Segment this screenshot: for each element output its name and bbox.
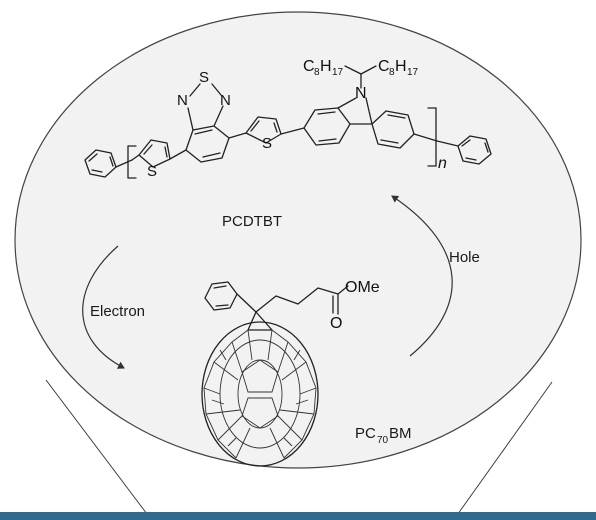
left-bracket	[127, 145, 137, 179]
hole-arrow	[391, 195, 453, 357]
label-hole: Hole	[449, 249, 480, 266]
repeat-unit-n: n	[438, 155, 447, 172]
sub-c-right: 8	[389, 67, 395, 78]
alkyl-chain-left: C 8 H 17	[303, 58, 344, 78]
pcdtbt-structure: S S N N S	[84, 58, 492, 180]
atom-c-left: C	[303, 58, 315, 75]
left-thiophene-ring	[131, 139, 187, 168]
carbazole-unit	[303, 65, 438, 149]
label-pc70bm-subscript: 70	[377, 435, 389, 446]
atom-s-middle-thiophene: S	[262, 135, 272, 152]
label-pc70bm-prefix: PC	[355, 425, 376, 442]
atom-n-thiadiazole-right: N	[220, 92, 231, 109]
zoom-cone-lines	[45, 379, 553, 519]
zoom-ellipse	[14, 11, 582, 469]
middle-thiophene-ring	[245, 116, 305, 144]
label-pc70bm: PC 70 BM	[355, 425, 412, 446]
pcbm-phenyl-ring	[204, 281, 257, 313]
sub-c-left: 8	[314, 67, 320, 78]
left-phenyl-ring	[84, 149, 133, 178]
bottom-bar	[0, 512, 596, 520]
c70-fullerene-cage	[201, 321, 319, 467]
atom-h-left: H	[320, 58, 332, 75]
right-phenyl-ring	[436, 135, 492, 165]
atom-c-right: C	[378, 58, 390, 75]
sub-h-right: 17	[407, 67, 419, 78]
label-pc70bm-suffix: BM	[389, 425, 412, 442]
atom-s-left-thiophene: S	[147, 163, 157, 180]
sub-h-left: 17	[332, 67, 344, 78]
electron-arrow	[82, 245, 125, 369]
pc70bm-structure: OMe O	[201, 279, 380, 467]
atom-s-thiadiazole: S	[199, 69, 209, 86]
benzothiadiazole-unit	[185, 83, 247, 163]
label-electron: Electron	[90, 303, 145, 320]
atom-o-carbonyl: O	[330, 315, 342, 332]
atom-n-thiadiazole-left: N	[177, 92, 188, 109]
atom-n-carbazole: N	[355, 85, 367, 102]
label-pcdtbt: PCDTBT	[222, 213, 282, 230]
atom-ome: OMe	[345, 279, 380, 296]
atom-h-right: H	[395, 58, 407, 75]
alkyl-chain-right: C 8 H 17	[378, 58, 419, 78]
right-bracket	[427, 107, 437, 167]
